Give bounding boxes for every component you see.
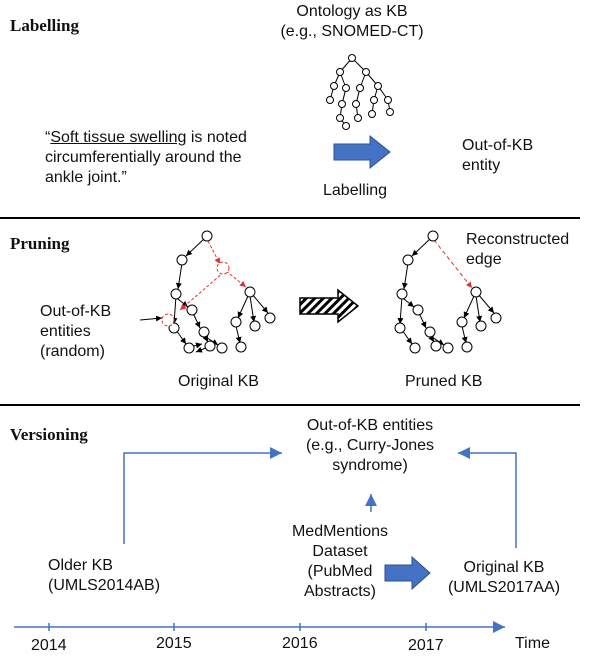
quote-line3: ankle joint.” <box>45 169 127 186</box>
medmentions-label: MedMentions Dataset (PubMed Abstracts) <box>288 522 392 602</box>
versioning-out-of-kb-label: Out-of-KB entities (e.g., Curry-Jones sy… <box>286 416 454 476</box>
quote-open: “ <box>45 129 51 146</box>
pruned-kb-label: Pruned KB <box>405 373 483 390</box>
older-kb-line2: (UMLS2014AB) <box>48 577 161 594</box>
orig-kb-line1: Original KB <box>463 559 545 576</box>
ontology-kb-line1: Ontology as KB <box>296 3 408 20</box>
medmentions-block-arrow <box>384 555 431 591</box>
reconstructed-edge <box>433 239 473 289</box>
medmentions-line2: Dataset <box>312 543 368 560</box>
timeline-axis-label: Time <box>515 635 550 652</box>
quote-mention: Soft tissue swelling <box>50 129 187 146</box>
pruning-out-line2: entities <box>40 323 91 340</box>
ontology-tree-icon <box>326 54 394 130</box>
older-kb-connector <box>123 447 282 544</box>
versioning-out-line1: Out-of-KB entities <box>306 417 434 434</box>
older-kb-label: Older KB (UMLS2014AB) <box>48 556 160 596</box>
pruned-entities <box>161 240 247 327</box>
reconstructed-edge-label: Reconstructed edge <box>466 230 569 270</box>
pruning-out-line3: (random) <box>40 343 105 360</box>
tick-label-2016: 2016 <box>282 635 318 652</box>
reconstructed-line2: edge <box>466 251 502 268</box>
tick-label-2017: 2017 <box>408 637 444 654</box>
ontology-kb-label: Ontology as KB (e.g., SNOMED-CT) <box>262 2 442 42</box>
versioning-title: Versioning <box>10 425 88 444</box>
medmentions-line4: Abstracts) <box>303 583 376 600</box>
original-kb-version-label: Original KB (UMLS2017AA) <box>436 558 572 598</box>
original-kb-nodes <box>168 230 276 354</box>
versioning-out-line2: (e.g., Curry-Jones <box>305 437 435 454</box>
out-of-kb-entity-label: Out-of-KB entity <box>462 136 533 176</box>
pruned-kb-nodes <box>394 230 502 354</box>
out-of-kb-entities-random: Out-of-KB entities (random) <box>40 302 111 362</box>
older-kb-line1: Older KB <box>48 557 113 574</box>
quote-line2: circumferentially around the <box>45 149 242 166</box>
medmentions-line1: MedMentions <box>291 523 389 540</box>
labelling-arrow-label: Labelling <box>323 182 388 199</box>
tick-label-2015: 2015 <box>156 635 192 652</box>
labelling-title: Labelling <box>10 16 79 35</box>
pruning-hatched-arrow <box>299 288 360 324</box>
versioning-out-line3: syndrome) <box>332 457 408 474</box>
pruning-out-line1: Out-of-KB <box>40 303 112 320</box>
pruned-kb-tree <box>397 237 495 346</box>
timeline-ticks <box>48 623 427 631</box>
quote-rest: is noted <box>186 129 247 146</box>
labelling-block-arrow <box>333 134 391 170</box>
example-sentence: “Soft tissue swelling is noted circumfer… <box>45 128 247 188</box>
out-of-kb-entity-line2: entity <box>462 157 501 174</box>
orig-kb-line2: (UMLS2017AA) <box>447 579 561 596</box>
reconstructed-line1: Reconstructed <box>466 231 570 248</box>
out-of-kb-pointer <box>139 315 163 322</box>
original-kb-label: Original KB <box>178 373 259 390</box>
medmentions-line3: (PubMed <box>307 563 373 580</box>
original-kb-tree <box>171 237 273 353</box>
original-kb-connector <box>458 447 517 548</box>
pruning-title: Pruning <box>10 234 70 253</box>
out-of-kb-entity-line1: Out-of-KB <box>462 137 534 154</box>
ontology-kb-line2: (e.g., SNOMED-CT) <box>280 23 424 40</box>
tick-label-2014: 2014 <box>31 637 67 654</box>
